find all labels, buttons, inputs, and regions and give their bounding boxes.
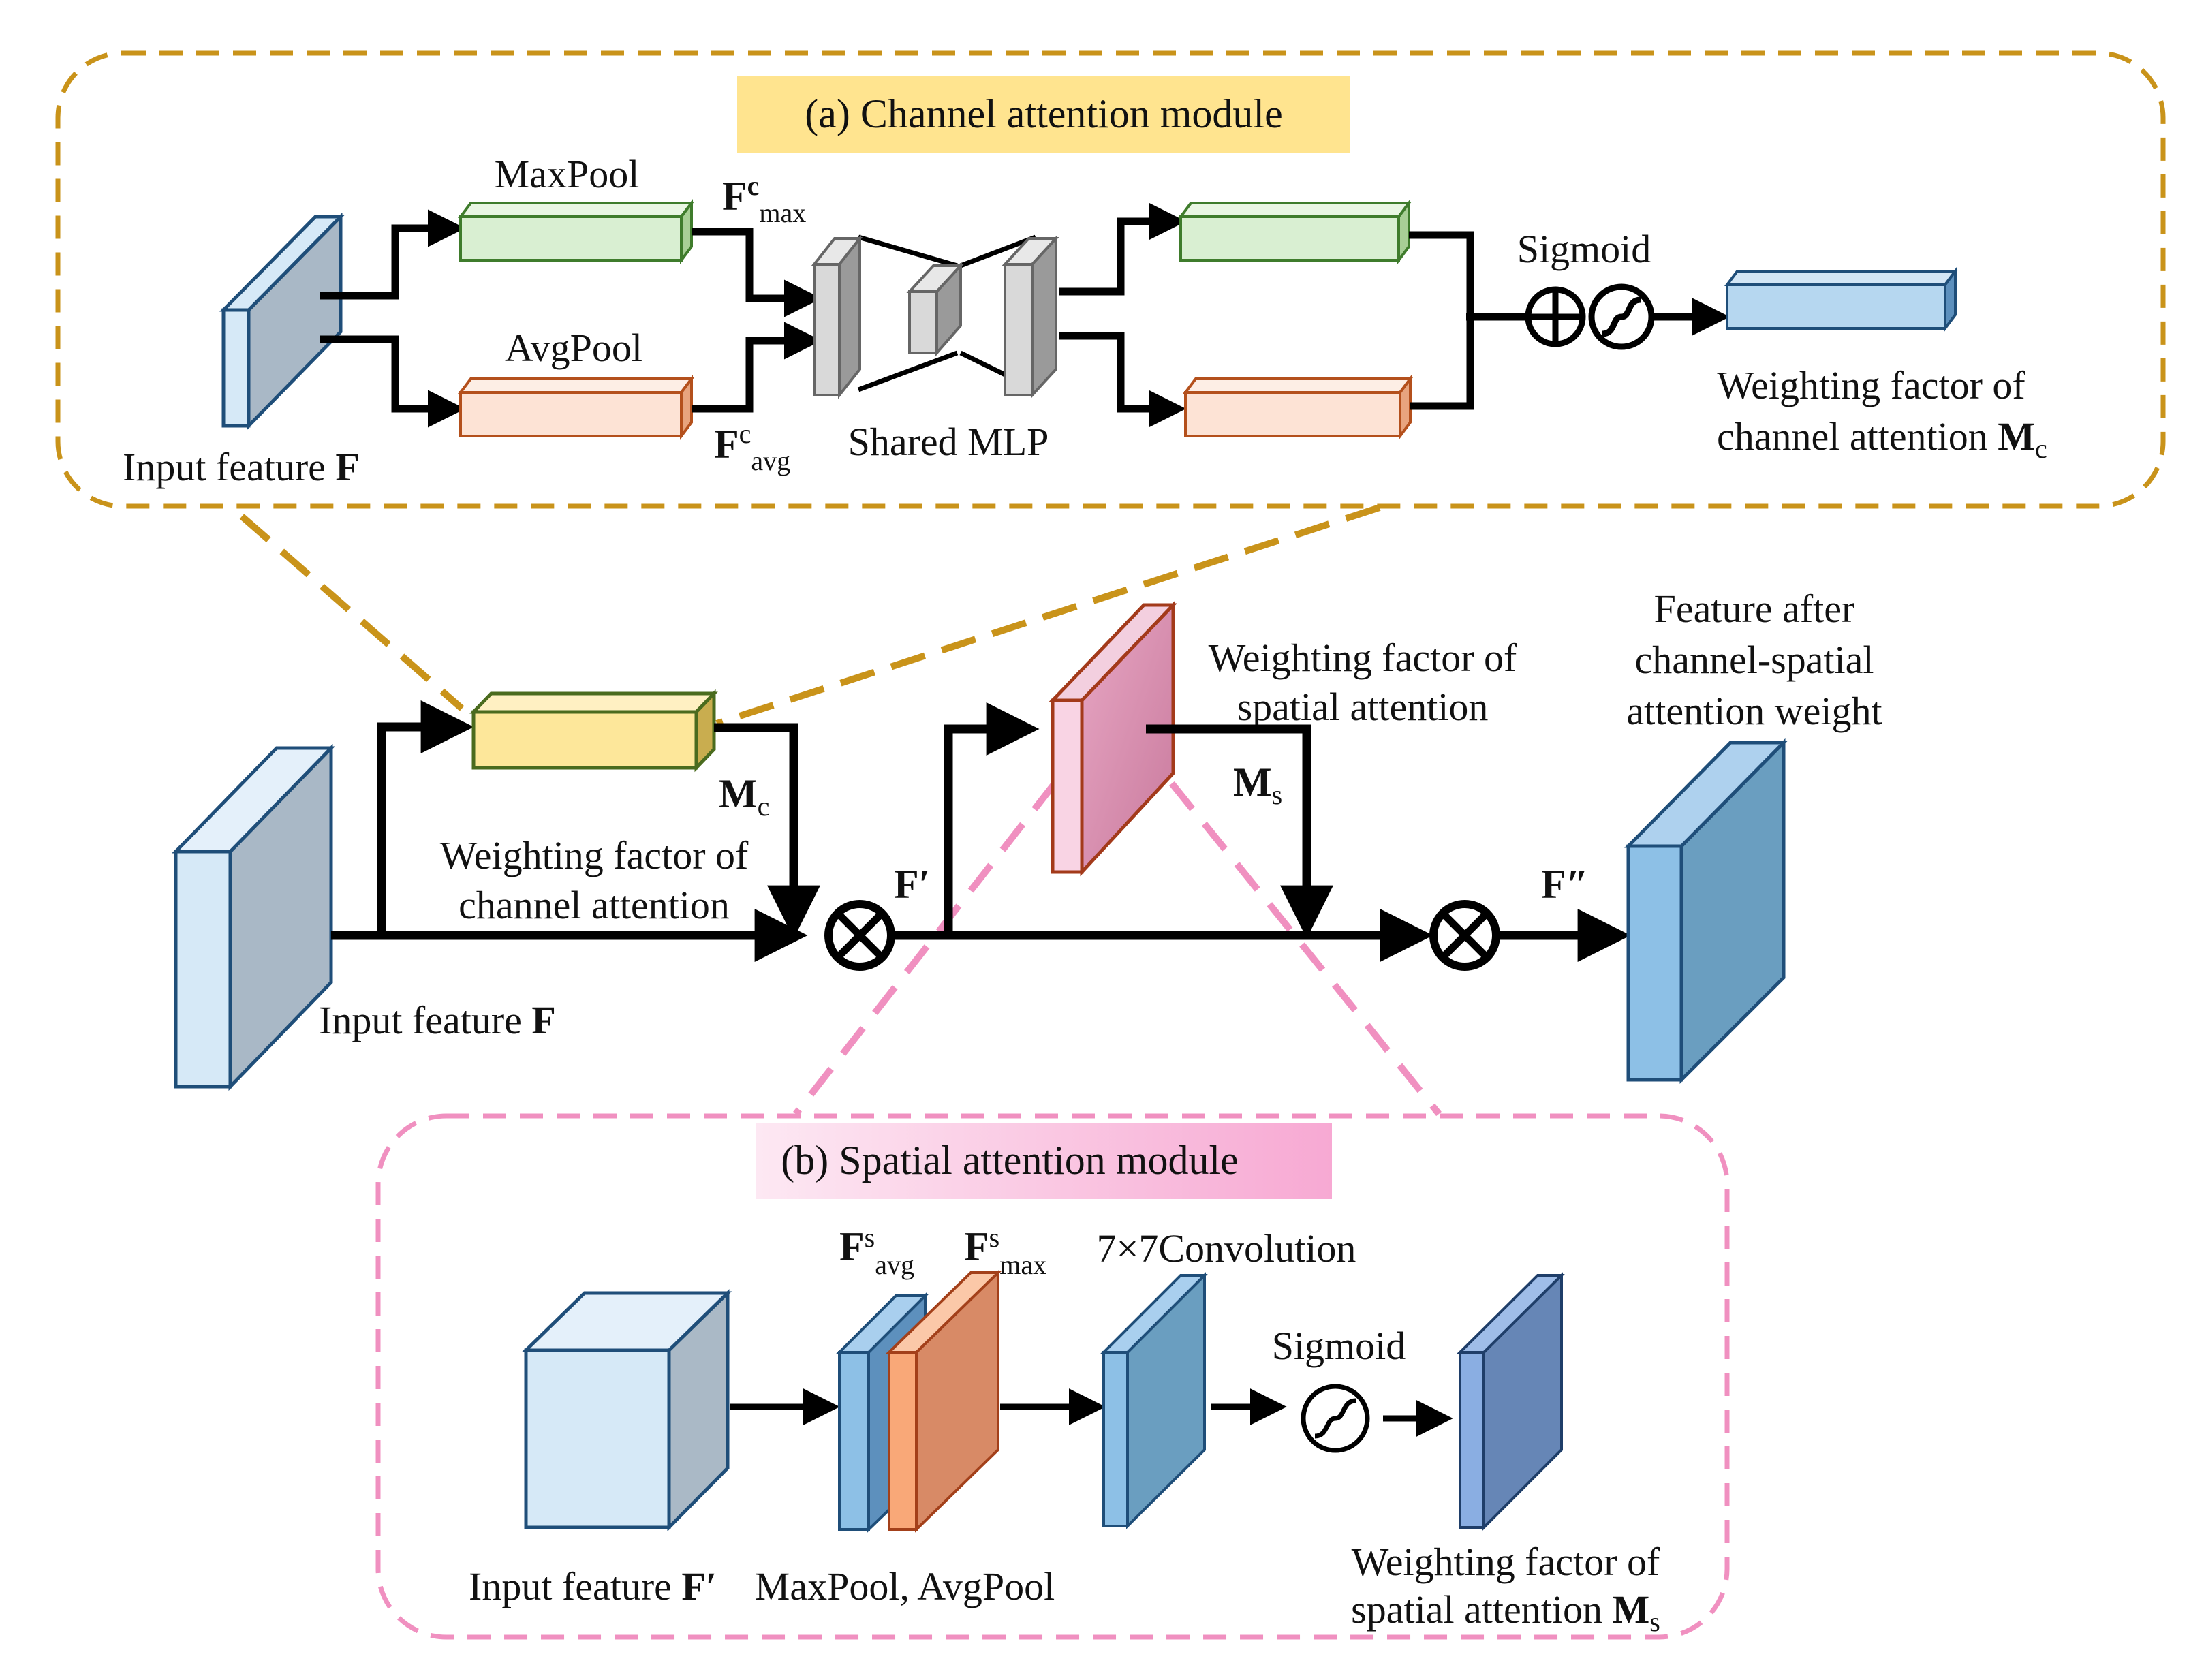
output-label-line1: Feature after: [1654, 587, 1855, 631]
maxpool-label: MaxPool: [495, 152, 640, 196]
mlp-output-green-bar: [1178, 199, 1412, 264]
spatial-input-label: Input feature F′: [469, 1564, 717, 1608]
spatial-attention-module: (b) Spatial attention module Input featu…: [375, 1113, 1730, 1640]
channel-module-title: (a) Channel attention module: [805, 91, 1282, 136]
spatial-weight-label-line2: spatial attention: [1237, 685, 1489, 729]
spatial-module-border: [375, 1113, 1730, 1640]
main-flow: Input feature F Mc Weighting factor of c…: [172, 587, 1882, 1091]
multiply-icon-1: [824, 900, 895, 971]
merge-line-orange: [1410, 317, 1474, 410]
spatial-max-slab: [886, 1269, 1002, 1533]
channel-weight-label-line2: channel attention: [459, 883, 730, 927]
spatial-output-label-line1: Weighting factor of: [1352, 1540, 1660, 1584]
f-c-avg-label: Fcavg: [714, 418, 790, 476]
f-double-prime-label: F″: [1541, 862, 1589, 907]
main-input-label: Input feature F: [319, 998, 556, 1042]
f-s-max-label: Fsmax: [964, 1222, 1046, 1280]
f-s-avg-label: Fsavg: [839, 1222, 914, 1280]
mlp-output-orange-bar: [1183, 375, 1413, 440]
channel-module-title-bg: [737, 76, 1350, 153]
zoom-line-channel-right: [715, 504, 1381, 727]
output-feature-slab: [1624, 738, 1788, 1085]
arrow-mlp-to-green: [1059, 202, 1186, 296]
spatial-weight-label-line1: Weighting factor of: [1209, 636, 1517, 680]
merge-line-green: [1409, 231, 1474, 317]
avgpool-bar: [458, 375, 694, 440]
arrow-to-avgpool: [320, 335, 465, 428]
spatial-module-title-bg: [756, 1123, 1332, 1199]
avgpool-label: AvgPool: [505, 326, 642, 370]
channel-attention-module: (a) Channel attention module Input featu…: [55, 50, 2166, 509]
arrow-to-channel-block: [377, 700, 474, 935]
channel-output-label-line2: channel attention Mc: [1717, 414, 2047, 464]
zoom-line-channel-left: [239, 514, 465, 711]
spatial-output-slab: [1457, 1272, 1565, 1531]
zoom-line-spatial-left: [793, 781, 1057, 1117]
zoom-line-spatial-right: [1169, 781, 1442, 1117]
arrow-ms-down: [1146, 724, 1333, 939]
add-icon: [1525, 286, 1586, 347]
arrow-maxpool-to-mlp: [692, 228, 822, 317]
spatial-sigmoid-label: Sigmoid: [1272, 1324, 1406, 1368]
channel-weight-label-line1: Weighting factor of: [440, 833, 749, 877]
arrow-to-spatial-block: [944, 702, 1040, 935]
spatial-input-cube: [521, 1289, 732, 1532]
channel-attention-output-bar: [1724, 267, 1958, 332]
channel-output-label-line1: Weighting factor of: [1717, 363, 2025, 407]
conv-slab: [1100, 1272, 1208, 1529]
shared-mlp: [811, 234, 1059, 399]
output-label-line3: attention weight: [1626, 689, 1882, 733]
arrow-to-maxpool: [320, 209, 465, 300]
channel-attention-block: [469, 689, 718, 773]
f-c-max-label: Fcmax: [722, 170, 806, 228]
spatial-module-title: (b) Spatial attention module: [781, 1138, 1239, 1183]
channel-input-feature-slab: [219, 212, 345, 431]
channel-input-label: Input feature F: [123, 445, 360, 489]
mc-label: Mc: [719, 771, 769, 822]
ms-label: Ms: [1233, 760, 1282, 810]
channel-sigmoid-label: Sigmoid: [1517, 227, 1651, 271]
multiply-icon-2: [1429, 900, 1500, 971]
f-prime-label: F′: [894, 862, 931, 907]
output-label-line2: channel-spatial: [1634, 638, 1874, 682]
sigmoid-icon: [1588, 283, 1655, 350]
shared-mlp-label: Shared MLP: [848, 420, 1049, 464]
arrow-avgpool-to-mlp: [692, 322, 822, 413]
maxpool-bar: [458, 199, 694, 264]
main-input-feature-slab: [172, 743, 335, 1091]
spatial-output-label-line2: spatial attention Ms: [1351, 1587, 1660, 1637]
spatial-attention-block: [1049, 600, 1177, 877]
conv-label: 7×7Convolution: [1097, 1226, 1356, 1271]
arrow-mc-down: [714, 723, 820, 939]
pool-label: MaxPool, AvgPool: [755, 1564, 1055, 1608]
spatial-sigmoid-icon: [1301, 1384, 1370, 1453]
arrow-mlp-to-orange: [1059, 332, 1186, 428]
